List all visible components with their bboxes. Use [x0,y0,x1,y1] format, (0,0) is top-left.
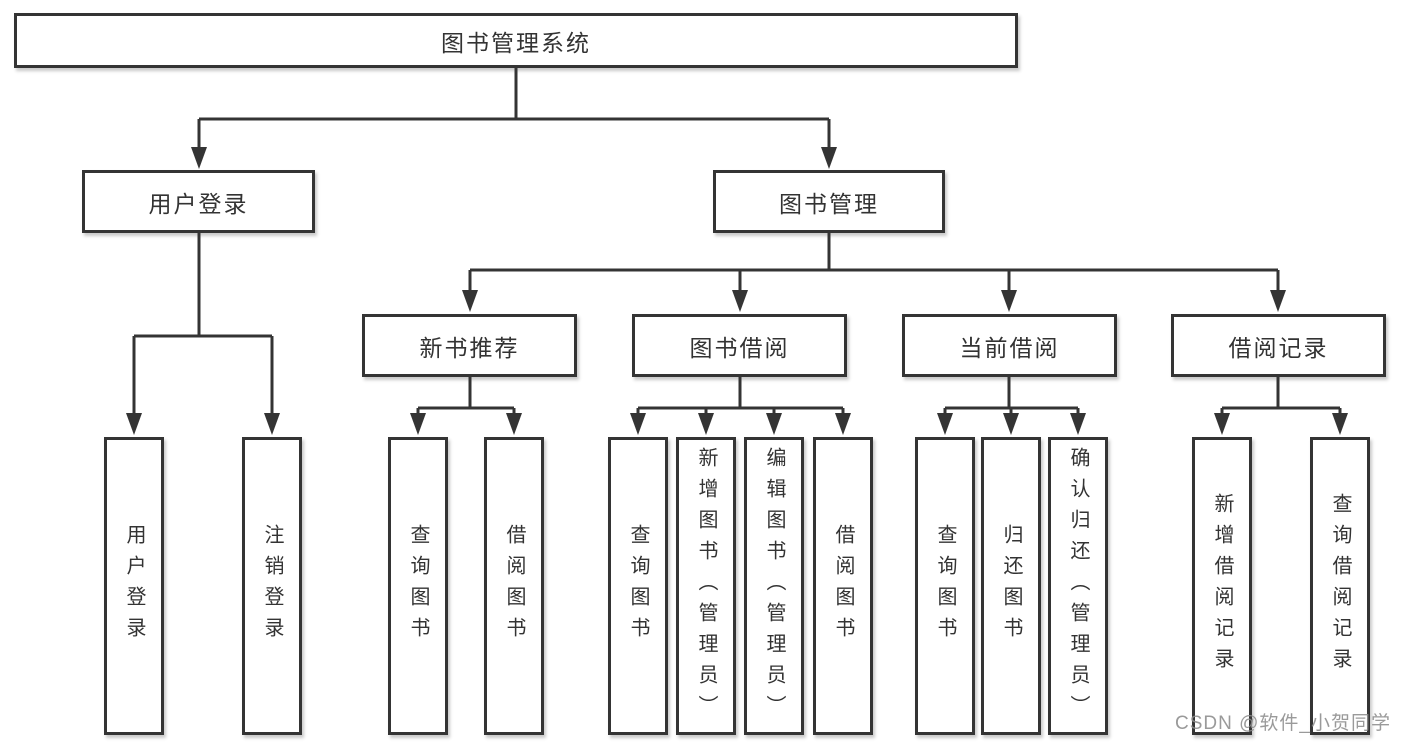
csdn-watermark: CSDN @软件_小贺同学 [1175,713,1391,734]
node-library-management-system: 图书管理系统 [14,13,1018,68]
leaf-label: 查询图书 [627,524,649,648]
leaf-label: 借阅图书 [503,524,525,648]
leaf-borrow-query-books: 查询图书 [608,437,668,735]
leaf-query-borrow-record: 查询借阅记录 [1310,437,1370,735]
node-book-management: 图书管理 [713,170,945,233]
connector-borrow-records [1220,377,1342,415]
connector-root [197,68,831,149]
node-borrow-records: 借阅记录 [1171,314,1386,377]
leaf-edit-books-admin: 编辑图书（管理员） [744,437,804,735]
node-label: 图书管理系统 [441,29,591,56]
leaf-recommend-borrow-books: 借阅图书 [484,437,544,735]
node-label: 新书推荐 [419,334,520,361]
leaf-label: 新增图书（管理员） [695,446,717,726]
leaf-label: 用户登录 [123,524,145,648]
leaf-label: 借阅图书 [832,524,854,648]
leaf-add-borrow-record: 新增借阅记录 [1192,437,1252,735]
leaf-label: 编辑图书（管理员） [763,446,785,726]
leaf-recommend-query-books: 查询图书 [388,437,448,735]
leaf-logout: 注销登录 [242,437,302,735]
leaf-label: 查询图书 [934,524,956,648]
leaf-label: 确认归还（管理员） [1067,446,1089,726]
connector-new-book-recommend [416,377,516,415]
leaf-label: 归还图书 [1000,524,1022,648]
leaf-user-login: 用户登录 [104,437,164,735]
leaf-current-query-books: 查询图书 [915,437,975,735]
node-new-book-recommend: 新书推荐 [362,314,577,377]
leaf-return-books: 归还图书 [981,437,1041,735]
connector-current-borrow [943,377,1080,415]
node-user-login: 用户登录 [82,170,315,233]
leaf-label: 新增借阅记录 [1211,493,1233,679]
connector-book-borrow [636,377,845,415]
leaf-add-books-admin: 新增图书（管理员） [676,437,736,735]
node-label: 图书借阅 [689,334,790,361]
node-label: 图书管理 [779,190,879,217]
node-book-borrow: 图书借阅 [632,314,847,377]
node-label: 用户登录 [148,190,249,217]
connector-user-login [132,233,274,415]
leaf-borrow-books: 借阅图书 [813,437,873,735]
node-label: 借阅记录 [1228,334,1329,361]
leaf-confirm-return-admin: 确认归还（管理员） [1048,437,1108,735]
leaf-label: 查询图书 [407,524,429,648]
connector-book-management [468,233,1280,292]
leaf-label: 注销登录 [261,524,283,648]
leaf-label: 查询借阅记录 [1329,493,1351,679]
node-current-borrow: 当前借阅 [902,314,1117,377]
node-label: 当前借阅 [959,334,1060,361]
arrowheads [126,147,1348,435]
